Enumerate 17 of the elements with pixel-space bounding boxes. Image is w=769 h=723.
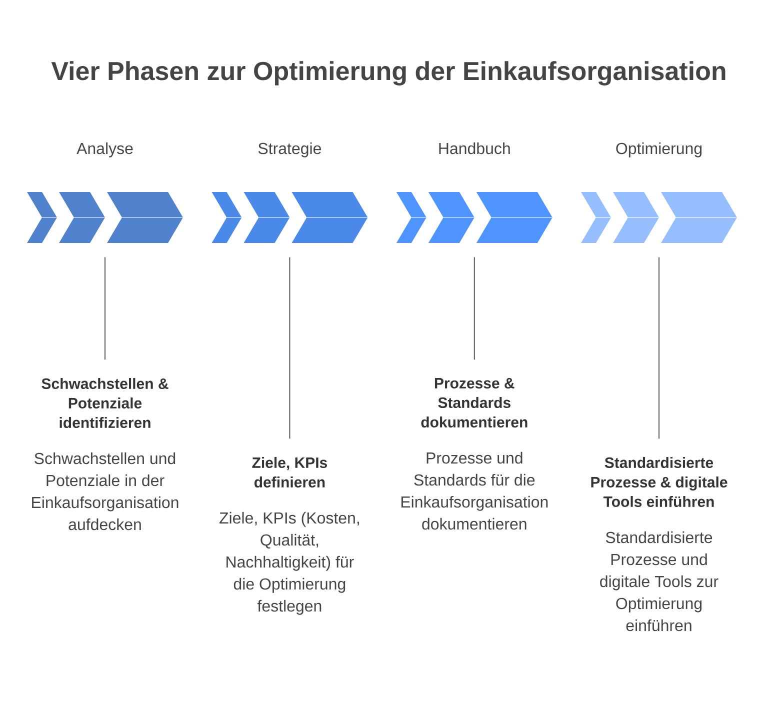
step-heading: Standardisierte Prozesse & digitale Tools einführen bbox=[591, 457, 728, 507]
step-heading: Schwachstellen & Potenziale identifizieren bbox=[42, 378, 168, 428]
step-description: Schwachstellen und Potenziale in der Einkaufsorganisation aufdecken bbox=[32, 452, 178, 530]
connector-line bbox=[289, 256, 290, 440]
connector-line bbox=[474, 256, 475, 360]
connector-line bbox=[104, 256, 106, 360]
phase-label: Analyse bbox=[76, 142, 133, 158]
step-heading: Prozesse & Standards dokumentieren bbox=[421, 378, 528, 428]
phase-label: Strategie bbox=[258, 142, 321, 158]
connector-line bbox=[658, 256, 660, 440]
phase-label: Optimierung bbox=[616, 142, 702, 158]
step-heading: Ziele, KPIs definieren bbox=[252, 457, 327, 488]
step-description: Prozesse und Standards für die Einkaufsorganisation dokumentieren bbox=[401, 452, 548, 530]
step-description: Ziele, KPIs (Kosten, Qualität, Nachhaltigkeit) für die Optimierung festlegen bbox=[220, 512, 359, 615]
step-description: Standardisierte Prozesse und digitale Tools zur Optimierung einführen bbox=[600, 531, 718, 632]
phase-label: Handbuch bbox=[439, 142, 510, 154]
title: Vier Phasen zur Optimierung der Einkaufsorganisation bbox=[51, 61, 726, 86]
